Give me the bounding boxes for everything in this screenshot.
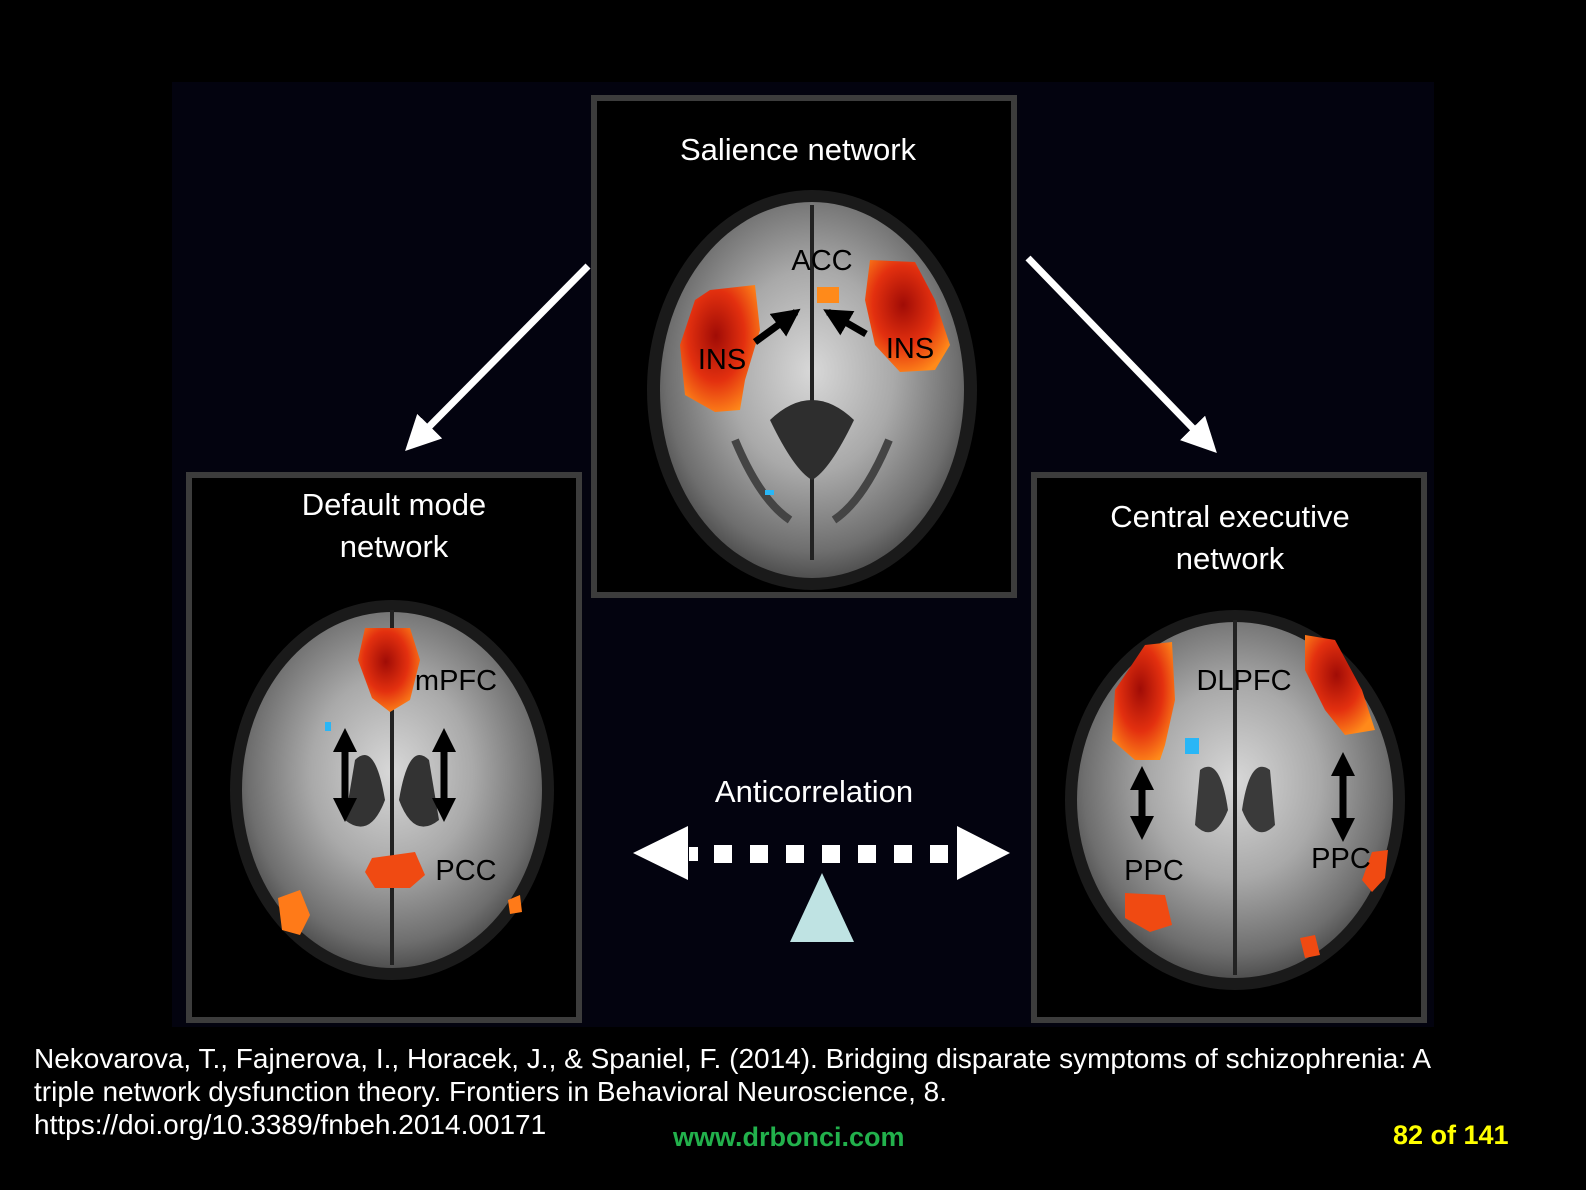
ins-left-activation	[680, 285, 760, 412]
anticorrelation-label: Anticorrelation	[715, 774, 913, 809]
cen-double-arrow-left	[1130, 766, 1154, 840]
ppc-left-label: PPC	[1124, 855, 1184, 887]
website-link[interactable]: www.drbonci.com	[673, 1122, 905, 1152]
dmn-deactivation-spot	[325, 722, 331, 731]
citation-doi-link[interactable]: https://doi.org/10.3389/fnbeh.2014.00171	[34, 1109, 547, 1140]
dmn-double-arrow-right	[432, 728, 456, 822]
salience-title: Salience network	[680, 132, 917, 167]
ppc-left-activation	[1125, 893, 1172, 932]
anticorrelation-left-arrowhead	[633, 826, 688, 880]
acc-label: ACC	[791, 245, 852, 277]
ppc-right-label: PPC	[1311, 843, 1371, 875]
anticorrelation-right-arrowhead	[957, 826, 1010, 880]
dmn-lateral-right-activation	[508, 895, 522, 914]
pcc-activation	[365, 852, 425, 888]
anticorrelation-double-arrow	[633, 826, 1010, 880]
cen-deactivation-spot	[1185, 738, 1199, 754]
page-number: 82 of 141	[1393, 1120, 1509, 1150]
dmn-lateral-left-activation	[278, 890, 310, 935]
ins-right-label: INS	[886, 333, 934, 365]
ppc-right-activation	[1362, 850, 1388, 892]
default-mode-title-line1: Default mode	[302, 487, 486, 522]
central-executive-title-line1: Central executive	[1110, 499, 1350, 534]
central-executive-title-line2: network	[1176, 541, 1285, 576]
salience-to-central-executive-arrow	[1025, 255, 1217, 454]
anticorrelation-fulcrum	[790, 873, 854, 942]
salience-deactivation-spot	[765, 490, 774, 495]
citation-line-2: triple network dysfunction theory. Front…	[34, 1076, 948, 1107]
cen-posterior-activation	[1300, 935, 1320, 958]
central-executive-panel: Central executive network DLPFC PPC PPC	[1031, 472, 1427, 1023]
default-mode-brain-image	[230, 600, 554, 980]
dlpfc-label: DLPFC	[1196, 665, 1291, 697]
salience-to-default-mode-arrow	[405, 263, 591, 451]
ins-left-label: INS	[698, 344, 746, 376]
citation-line-1: Nekovarova, T., Fajnerova, I., Horacek, …	[34, 1043, 1432, 1074]
acc-activation	[817, 287, 839, 303]
dlpfc-right-activation	[1305, 635, 1375, 735]
mpfc-activation	[358, 628, 420, 712]
mpfc-label: mPFC	[415, 665, 497, 697]
salience-panel: Salience network ACC INS INS	[591, 95, 1017, 598]
pcc-label: PCC	[435, 855, 496, 887]
dlpfc-left-activation	[1112, 642, 1175, 760]
dmn-double-arrow-left	[333, 728, 357, 822]
default-mode-title-line2: network	[340, 529, 449, 564]
citation: Nekovarova, T., Fajnerova, I., Horacek, …	[34, 1042, 1554, 1141]
default-mode-panel: Default mode network mPFC PCC	[186, 472, 582, 1023]
cen-double-arrow-right	[1331, 752, 1355, 842]
ins-to-acc-arrow-right	[823, 308, 868, 338]
ins-to-acc-arrow-left	[752, 308, 801, 345]
ins-right-activation	[865, 260, 950, 372]
